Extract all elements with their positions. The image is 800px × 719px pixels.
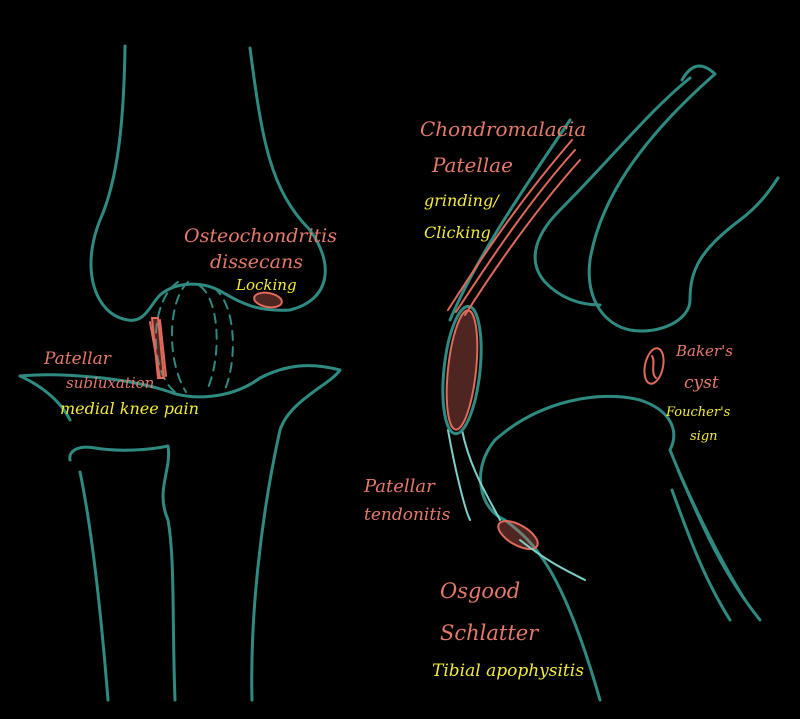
clicking-label: Clicking — [424, 223, 491, 242]
tibial-apophysitis-label: Tibial apophysitis — [432, 661, 584, 681]
subluxation-hatch — [149, 319, 167, 379]
schlatter-label: Schlatter — [440, 621, 540, 645]
quadriceps-strokes — [447, 139, 581, 316]
patellar-subluxation-label-2: subluxation — [66, 374, 154, 392]
osgood-label: Osgood — [440, 579, 520, 603]
anterior-knee-view — [18, 44, 342, 702]
osteochondritis-lesion — [253, 291, 283, 309]
bakers-cyst-inner — [651, 355, 657, 379]
bakers-label: Baker's — [675, 342, 733, 360]
patellar-tendonitis-label-2: tendonitis — [364, 505, 451, 525]
femur-anterior — [89, 44, 327, 322]
tibia-anterior — [18, 364, 342, 702]
osteochondritis-label: Osteochondritis — [184, 225, 337, 247]
fibula-anterior — [68, 444, 177, 702]
sign-label: sign — [690, 429, 718, 444]
patellae-label: Patellae — [431, 153, 513, 177]
patellar-subluxation-label-1: Patellar — [43, 349, 112, 369]
lateral-knee-view — [441, 64, 780, 702]
fibula-lateral — [670, 468, 762, 622]
medial-knee-pain-label: medial knee pain — [60, 399, 199, 418]
patella-outline — [154, 281, 234, 393]
chondromalacia-label: Chondromalacia — [420, 117, 586, 141]
patellar-tendon — [447, 429, 501, 521]
grinding-label: grinding/ — [424, 191, 500, 210]
femur-lateral-front — [587, 64, 780, 333]
dissecans-label: dissecans — [210, 251, 303, 273]
fouchers-label: Foucher's — [665, 405, 731, 420]
tibial-tuberosity-lesion — [497, 520, 539, 550]
patella-lateral — [445, 309, 479, 431]
tibial-tendon-insertion — [519, 539, 586, 581]
cyst-label: cyst — [684, 373, 719, 393]
bakers-cyst-marker — [643, 347, 665, 385]
patellar-tendonitis-label-1: Patellar — [363, 476, 436, 497]
tibia-medial-edge — [18, 374, 72, 422]
femur-anterior-contour — [448, 118, 572, 322]
labels: Osteochondritis dissecans Locking Patell… — [43, 117, 733, 681]
locking-label: Locking — [235, 276, 297, 294]
femur-lateral-back — [533, 76, 692, 307]
patella-outline-lateral — [441, 304, 483, 436]
